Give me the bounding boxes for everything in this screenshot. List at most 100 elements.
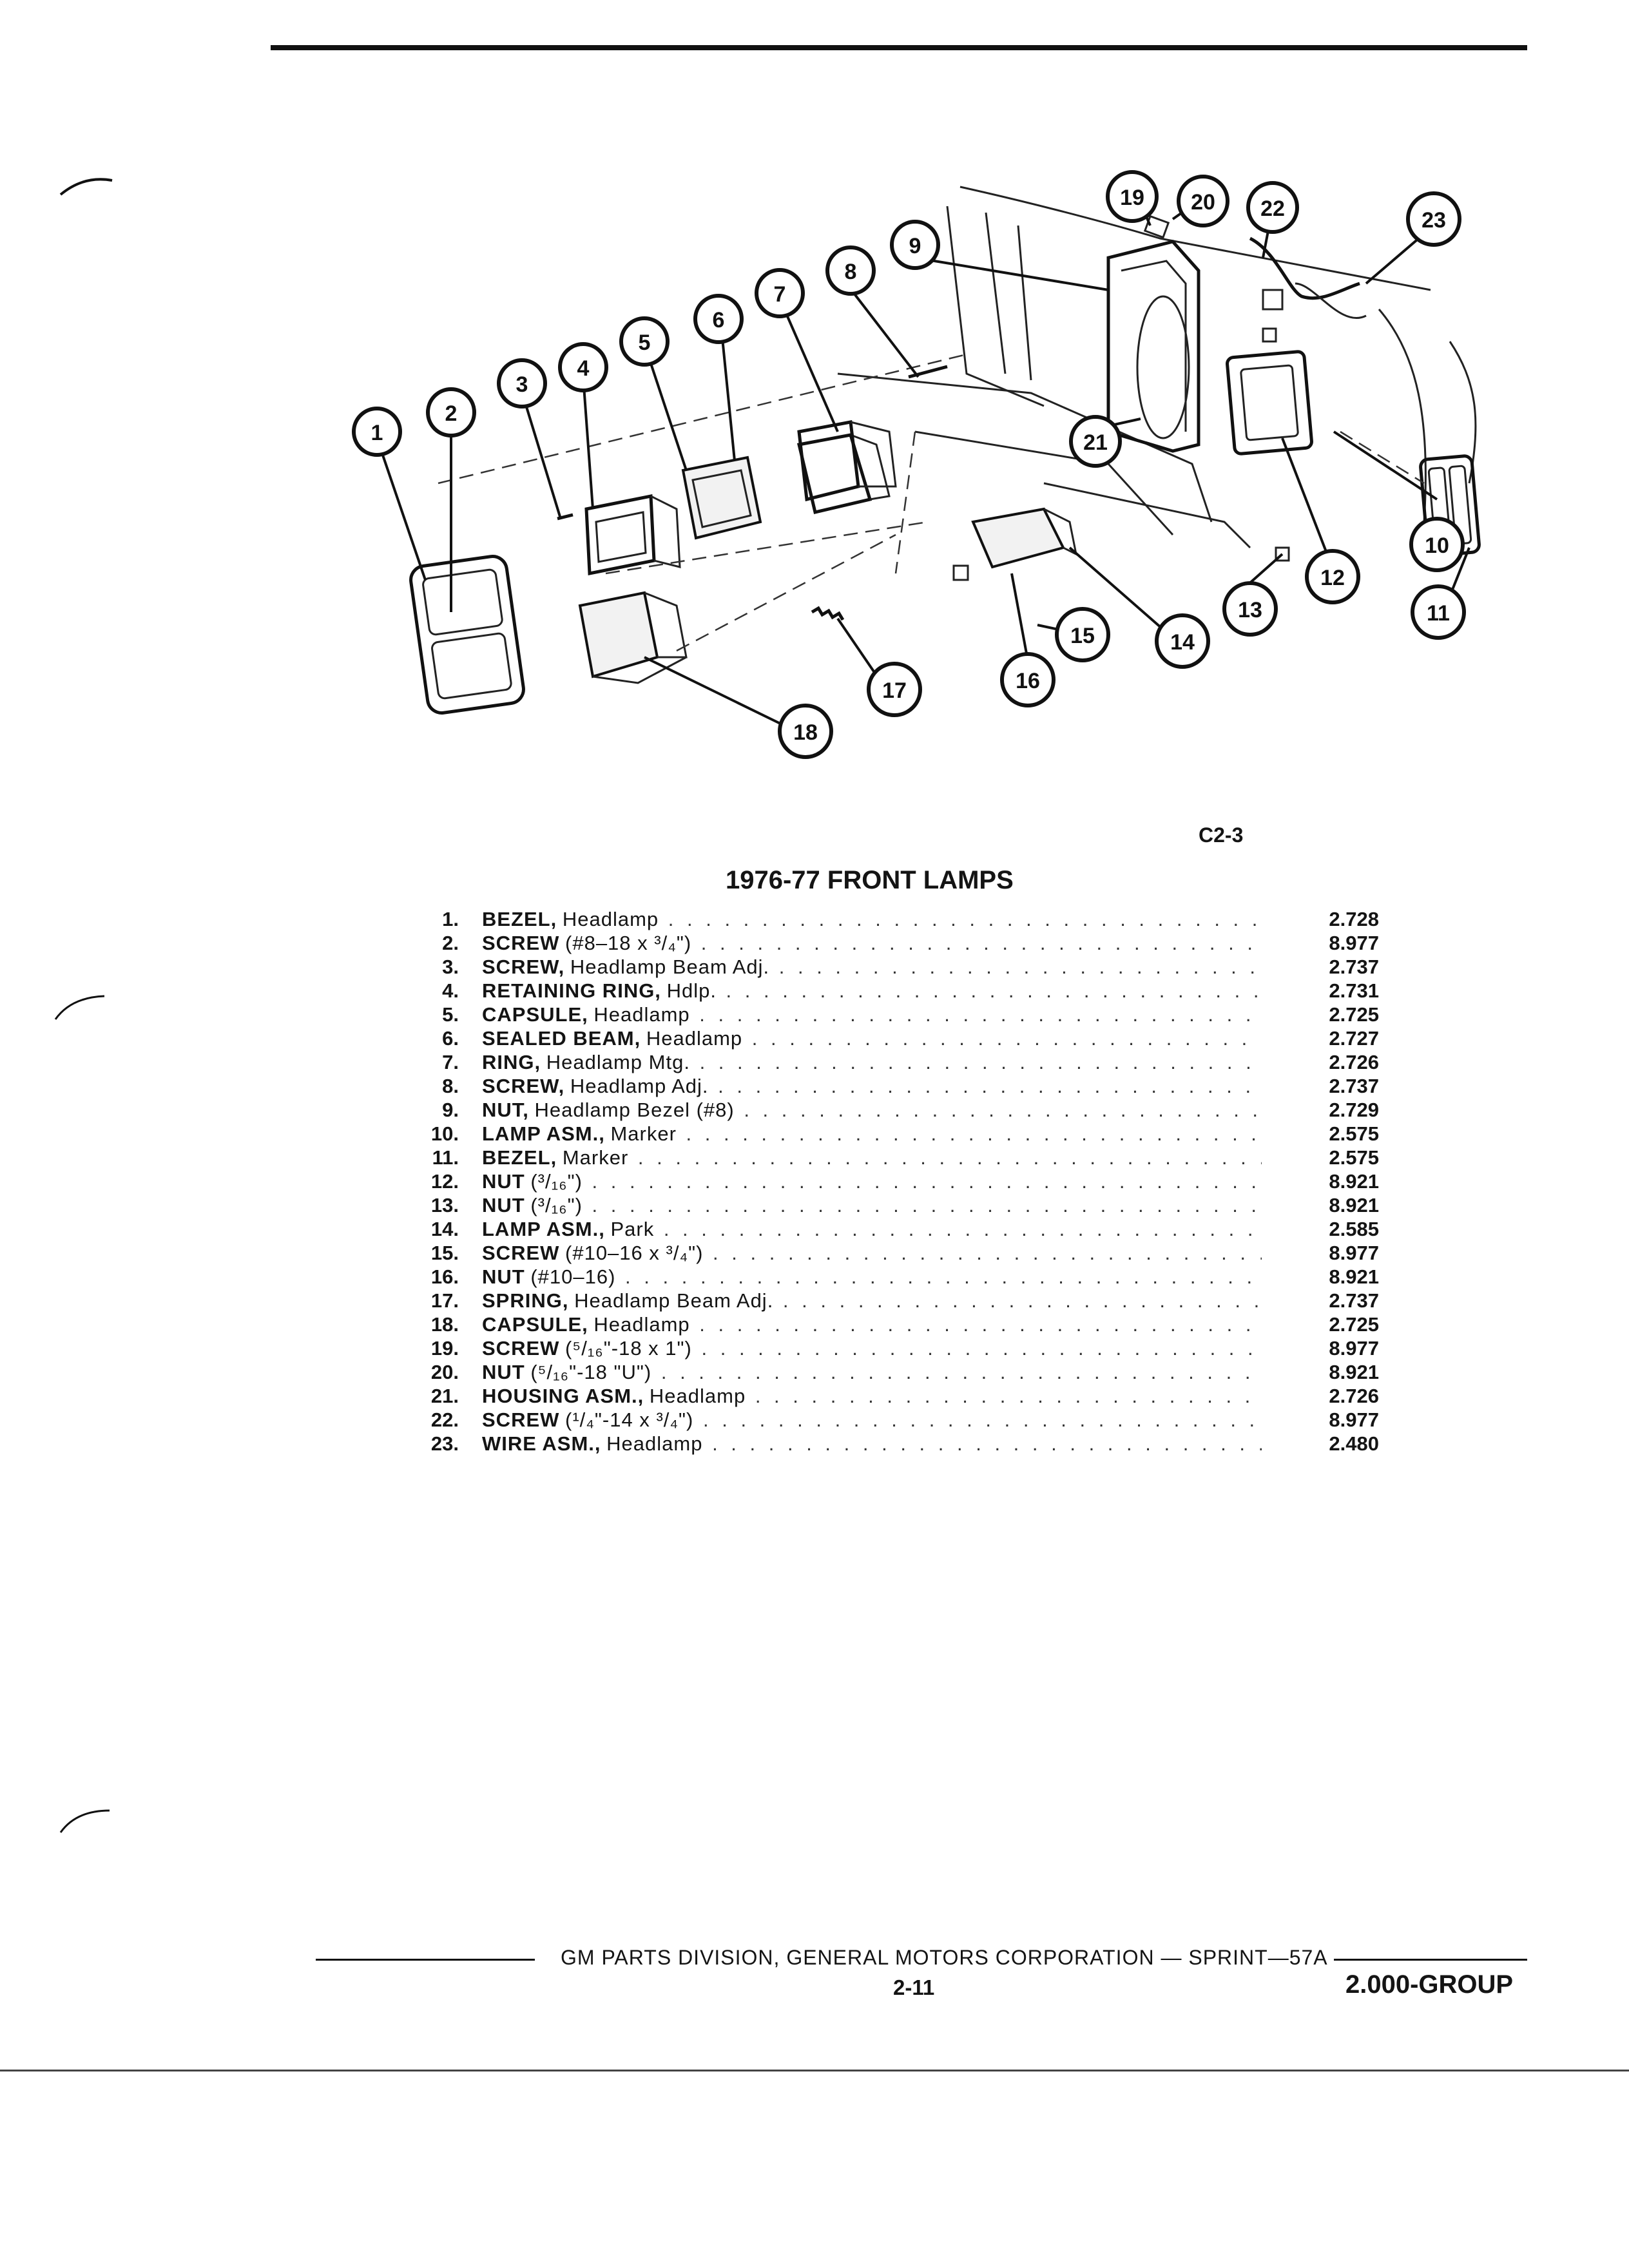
callout-5: 5	[619, 316, 670, 367]
leader-dots: . . . . . . . . . . . . . . . . . . . . …	[726, 979, 1262, 1002]
svg-text:22: 22	[1260, 197, 1285, 221]
leader-dots: . . . . . . . . . . . . . . . . . . . . …	[668, 908, 1262, 930]
callout-7: 7	[755, 268, 805, 318]
callout-9: 9	[890, 220, 940, 270]
headlamp-capsule-upper	[681, 456, 762, 540]
part-number: 17.	[430, 1289, 459, 1312]
part-name: SCREW	[482, 1408, 560, 1431]
part-name: SPRING,	[482, 1289, 569, 1312]
part-description: NUT (⁵/₁₆"-18 "U") . . . . . . . . . . .…	[482, 1360, 1262, 1384]
callout-23: 23	[1406, 191, 1461, 247]
part-number: 12.	[430, 1170, 459, 1193]
headlamp-housing	[1106, 240, 1200, 453]
part-number: 23.	[430, 1432, 459, 1455]
part-row: 18.CAPSULE, Headlamp . . . . . . . . . .…	[406, 1312, 1379, 1336]
leader-dots: . . . . . . . . . . . . . . . . . . . . …	[751, 1027, 1262, 1050]
bottom-rule	[0, 2070, 1629, 2071]
part-description: RETAINING RING, Hdlp. . . . . . . . . . …	[482, 979, 1262, 1003]
callout-10: 10	[1409, 517, 1465, 572]
part-detail: (#10–16 x ³/₄")	[565, 1242, 704, 1264]
callout-16: 16	[1000, 652, 1055, 707]
part-detail: Headlamp Beam Adj.	[574, 1289, 774, 1312]
svg-text:11: 11	[1427, 601, 1450, 626]
alignment-lines	[438, 353, 1425, 652]
part-number: 14.	[430, 1218, 459, 1240]
svg-text:15: 15	[1070, 624, 1095, 648]
beam-adjust-spring	[811, 606, 845, 621]
svg-text:23: 23	[1422, 208, 1446, 233]
part-name: HOUSING ASM.,	[482, 1385, 644, 1407]
u-nut	[1143, 215, 1170, 239]
part-detail: (¹/₄"-14 x ³/₄")	[565, 1408, 694, 1431]
part-description: NUT (³/₁₆") . . . . . . . . . . . . . . …	[482, 1193, 1262, 1217]
callout-11: 11	[1411, 584, 1466, 640]
leader-dots: . . . . . . . . . . . . . . . . . . . . …	[703, 1408, 1262, 1431]
part-number: 3.	[442, 956, 459, 978]
part-group-number: 2.726	[1329, 1051, 1379, 1073]
part-name: BEZEL,	[482, 908, 557, 930]
nut	[952, 564, 969, 581]
nut	[1275, 546, 1290, 562]
headlamp-bezel	[409, 555, 525, 715]
parts-list: 1.BEZEL, Headlamp . . . . . . . . . . . …	[406, 907, 1379, 1456]
svg-text:14: 14	[1170, 630, 1195, 655]
part-group-number: 2.737	[1329, 1075, 1379, 1097]
leader-dots: . . . . . . . . . . . . . . . . . . . . …	[701, 1337, 1262, 1360]
part-group-number: 2.737	[1329, 1289, 1379, 1312]
svg-text:13: 13	[1238, 598, 1262, 622]
part-detail: (⁵/₁₆"-18 "U")	[530, 1361, 652, 1383]
part-number: 10.	[430, 1122, 459, 1145]
part-group-number: 8.977	[1329, 932, 1379, 954]
part-detail: (#10–16)	[530, 1265, 616, 1288]
part-description: LAMP ASM., Marker . . . . . . . . . . . …	[482, 1122, 1262, 1146]
part-name: RETAINING RING,	[482, 979, 661, 1002]
part-group-number: 8.977	[1329, 1242, 1379, 1264]
figure-id: C2-3	[1199, 823, 1244, 847]
part-row: 14.LAMP ASM., Park . . . . . . . . . . .…	[406, 1217, 1379, 1241]
headlamp-mounting-ring	[797, 420, 897, 502]
part-row: 7.RING, Headlamp Mtg. . . . . . . . . . …	[406, 1050, 1379, 1074]
callout-2: 2	[426, 387, 476, 437]
part-detail: Headlamp	[649, 1385, 746, 1407]
part-detail: Headlamp	[646, 1027, 743, 1050]
part-detail: Headlamp Bezel (#8)	[534, 1099, 735, 1121]
part-detail: Park	[610, 1218, 655, 1240]
part-number: 22.	[430, 1408, 459, 1431]
table-title: 1976-77 FRONT LAMPS	[726, 866, 1014, 894]
park-lamp	[971, 507, 1078, 569]
part-number: 11.	[432, 1146, 459, 1169]
svg-text:5: 5	[639, 331, 651, 355]
part-name: NUT	[482, 1361, 525, 1383]
part-group-number: 2.728	[1329, 908, 1379, 930]
part-group-number: 2.737	[1329, 956, 1379, 978]
part-group-number: 2.575	[1329, 1146, 1379, 1169]
leader-dots: . . . . . . . . . . . . . . . . . . . . …	[637, 1146, 1262, 1169]
part-detail: (³/₁₆")	[530, 1170, 583, 1193]
part-row: 20.NUT (⁵/₁₆"-18 "U") . . . . . . . . . …	[406, 1360, 1379, 1384]
svg-text:19: 19	[1120, 186, 1144, 210]
part-description: RING, Headlamp Mtg. . . . . . . . . . . …	[482, 1050, 1262, 1074]
svg-text:18: 18	[793, 720, 818, 745]
svg-text:7: 7	[774, 282, 786, 307]
leader-dots: . . . . . . . . . . . . . . . . . . . . …	[744, 1099, 1262, 1121]
part-number: 16.	[430, 1265, 459, 1288]
svg-text:16: 16	[1016, 669, 1040, 693]
part-detail: Headlamp	[593, 1313, 690, 1336]
leader-dots: . . . . . . . . . . . . . . . . . . . . …	[712, 1432, 1262, 1455]
leader-dots: . . . . . . . . . . . . . . . . . . . . …	[782, 1289, 1262, 1312]
part-group-number: 2.725	[1329, 1003, 1379, 1026]
part-description: SPRING, Headlamp Beam Adj. . . . . . . .…	[482, 1289, 1262, 1312]
part-group-number: 2.480	[1329, 1432, 1379, 1455]
part-name: WIRE ASM.,	[482, 1432, 601, 1455]
callout-17: 17	[867, 662, 922, 717]
svg-text:8: 8	[845, 260, 857, 284]
svg-text:9: 9	[909, 234, 921, 258]
svg-text:3: 3	[516, 372, 528, 397]
callout-20: 20	[1177, 175, 1229, 227]
part-description: SCREW, Headlamp Adj. . . . . . . . . . .…	[482, 1074, 1262, 1098]
leader-dots: . . . . . . . . . . . . . . . . . . . . …	[660, 1361, 1262, 1383]
svg-text:12: 12	[1320, 566, 1345, 590]
part-group-number: 8.921	[1329, 1194, 1379, 1216]
part-description: SCREW (#10–16 x ³/₄") . . . . . . . . . …	[482, 1241, 1262, 1265]
part-number: 15.	[430, 1242, 459, 1264]
